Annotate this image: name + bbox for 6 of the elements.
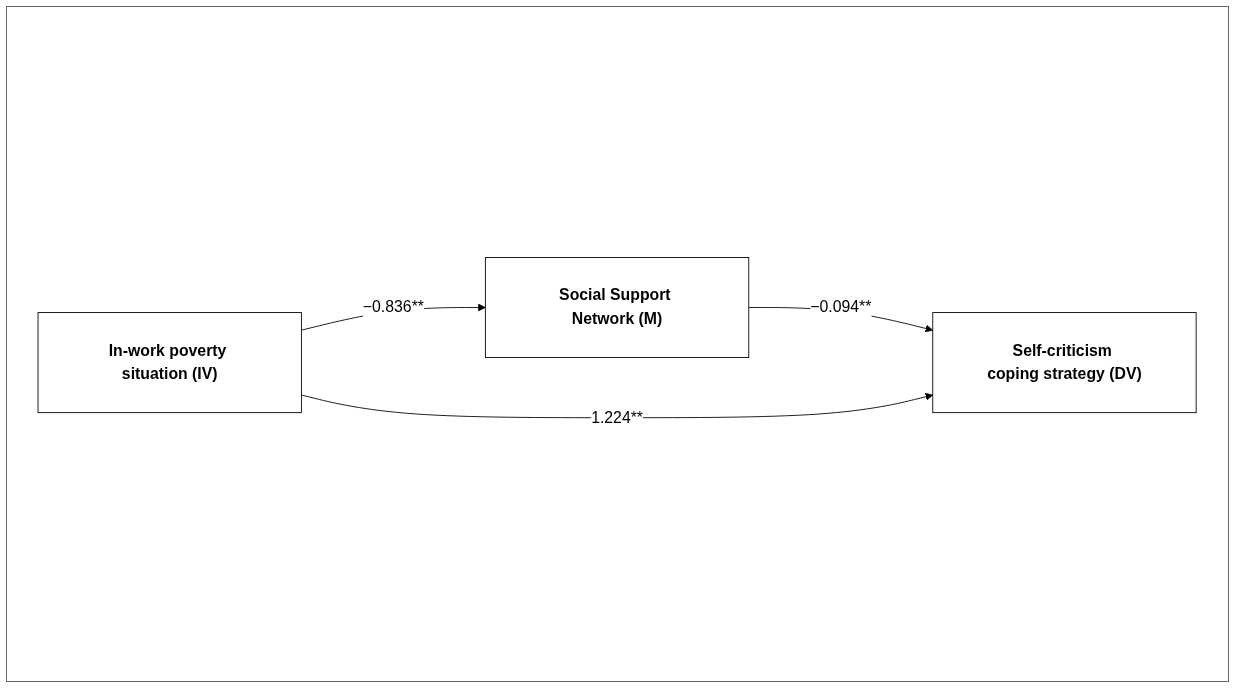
node-box: Social Support Network (M) — [485, 257, 750, 359]
node-box: Self-criticism coping strategy (DV) — [932, 312, 1197, 414]
edge-label: 1.224** — [591, 408, 644, 427]
edge-label: −0.836** — [363, 298, 425, 317]
node-box: In-work poverty situation (IV) — [38, 312, 303, 414]
edge-label: −0.094** — [810, 298, 872, 317]
